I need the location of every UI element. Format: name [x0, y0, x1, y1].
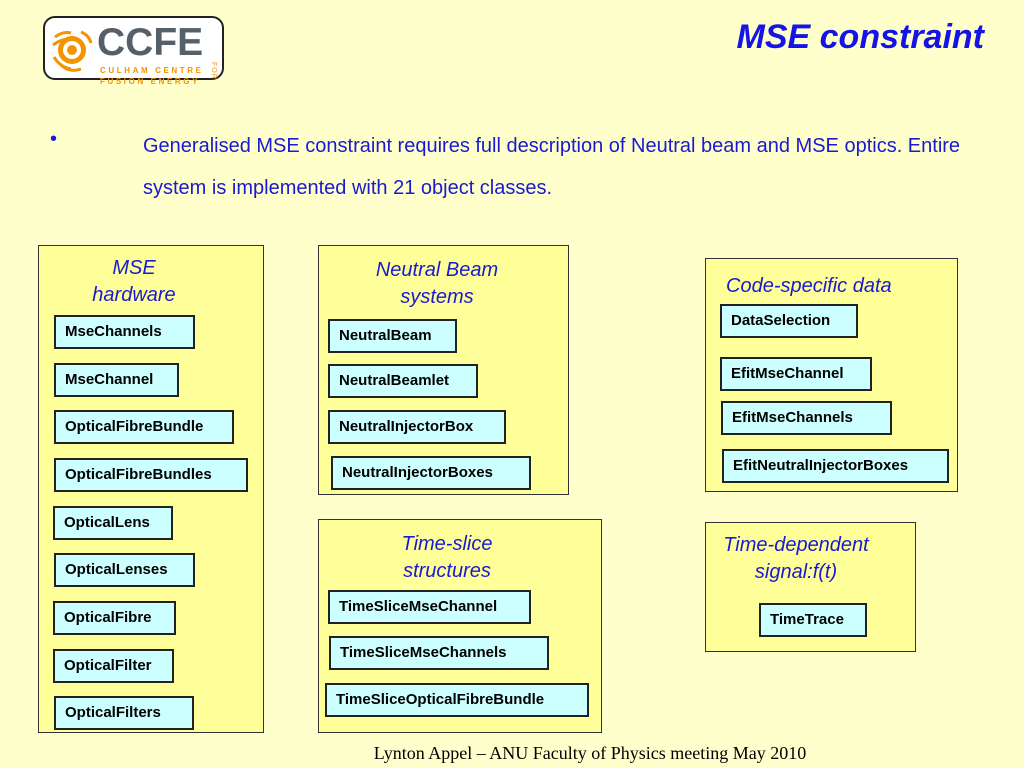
panel-code-specific: Code-specific data DataSelection EfitMse… [705, 258, 958, 492]
class-box: OpticalFilters [54, 696, 194, 730]
logo-side: FOR [210, 62, 217, 80]
class-box: MseChannel [54, 363, 179, 397]
class-box: EfitNeutralInjectorBoxes [722, 449, 949, 483]
panel-title: Time-slice structures [401, 533, 493, 582]
class-box: NeutralBeamlet [328, 364, 478, 398]
class-box: DataSelection [720, 304, 858, 338]
panel-mse-hardware: MSE hardware MseChannels MseChannel Opti… [38, 245, 264, 733]
panel-title: Time-dependent signal:f(t) [723, 534, 869, 583]
panel-neutral-beam: Neutral Beam systems NeutralBeam Neutral… [318, 245, 569, 495]
footer: Lynton Appel – ANU Faculty of Physics me… [0, 743, 1024, 764]
class-box: OpticalLens [53, 506, 173, 540]
class-box: TimeSliceMseChannels [329, 636, 549, 670]
class-box: TimeTrace [759, 603, 867, 637]
class-box: OpticalFibre [53, 601, 176, 635]
class-box: EfitMseChannels [721, 401, 892, 435]
class-box: EfitMseChannel [720, 357, 872, 391]
class-box: OpticalFibreBundle [54, 410, 234, 444]
logo-brand: CCFE [97, 21, 204, 64]
logo-line1: CULHAM CENTRE [100, 66, 204, 75]
class-box: OpticalFilter [53, 649, 174, 683]
panel-title: Neutral Beam systems [375, 259, 499, 308]
panel-time-dependent: Time-dependent signal:f(t) TimeTrace [705, 522, 916, 652]
class-box: TimeSliceMseChannel [328, 590, 531, 624]
panel-time-slice: Time-slice structures TimeSliceMseChanne… [318, 519, 602, 733]
class-box: NeutralInjectorBox [328, 410, 506, 444]
slide-title: MSE constraint [736, 18, 984, 56]
class-box: OpticalFibreBundles [54, 458, 248, 492]
bullet-marker: • [50, 128, 58, 150]
panel-title: MSE hardware [92, 257, 176, 306]
class-box: OpticalLenses [54, 553, 195, 587]
footer-text: Lynton Appel – ANU Faculty of Physics me… [373, 743, 807, 763]
ccfe-logo: CCFE CULHAM CENTRE FUSION ENERGY FOR [43, 16, 224, 86]
class-box: TimeSliceOpticalFibreBundle [325, 683, 589, 717]
logo-line2: FUSION ENERGY [100, 77, 201, 86]
sun-icon [52, 30, 93, 72]
panel-title: Code-specific data [726, 275, 892, 297]
class-box: NeutralBeam [328, 319, 457, 353]
class-box: MseChannels [54, 315, 195, 349]
bullet-text: Generalised MSE constraint requires full… [143, 135, 961, 199]
class-box: NeutralInjectorBoxes [331, 456, 531, 490]
